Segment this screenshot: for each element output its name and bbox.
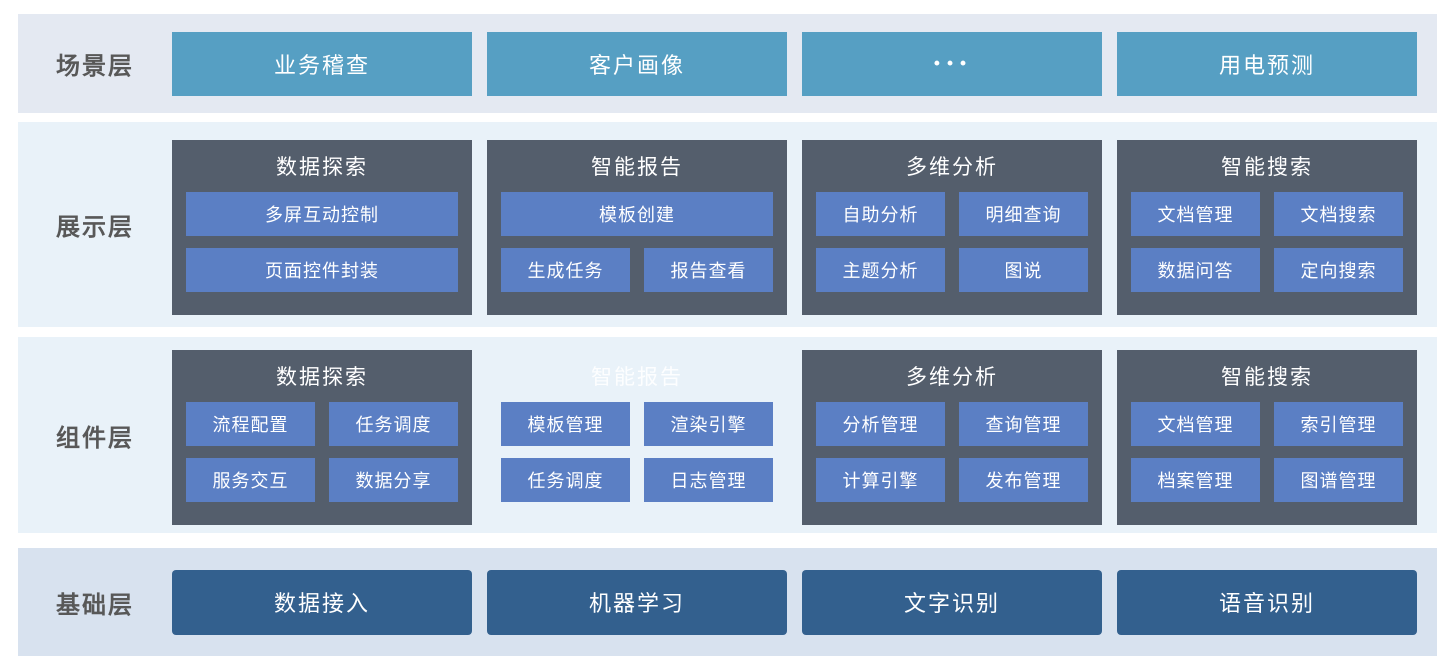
display-layer-label: 展示层: [56, 213, 134, 241]
feature-chip: 文档管理: [1131, 192, 1260, 236]
module-card: 智能搜索文档管理索引管理档案管理图谱管理: [1117, 350, 1417, 525]
scene-layer-items: 业务稽查客户画像···用电预测: [172, 14, 1437, 113]
feature-chip: 文档管理: [1131, 402, 1260, 446]
display-layer-cards: 数据探索多屏互动控制页面控件封装智能报告模板创建生成任务报告查看多维分析自助分析…: [172, 122, 1437, 327]
module-card-row: 生成任务报告查看: [501, 248, 773, 292]
module-card-row: 自助分析明细查询: [816, 192, 1088, 236]
scene-block: 客户画像: [487, 31, 787, 96]
module-card-row: 流程配置任务调度: [186, 402, 458, 446]
base-layer-label: 基础层: [56, 590, 134, 619]
module-card: 数据探索多屏互动控制页面控件封装: [172, 140, 472, 315]
feature-chip: 查询管理: [959, 402, 1088, 446]
feature-chip: 主题分析: [816, 248, 945, 292]
module-card: 智能搜索文档管理文档搜索数据问答定向搜索: [1117, 140, 1417, 315]
base-layer-band: 基础层 数据接入机器学习文字识别语音识别: [18, 548, 1437, 656]
component-layer-label: 组件层: [56, 423, 134, 452]
feature-chip: 模板创建: [501, 192, 773, 236]
base-block: 语音识别: [1117, 569, 1417, 635]
display-layer-band: 展示层 数据探索多屏互动控制页面控件封装智能报告模板创建生成任务报告查看多维分析…: [18, 122, 1437, 327]
feature-chip: 索引管理: [1274, 402, 1403, 446]
module-card-row: 页面控件封装: [186, 248, 458, 292]
scene-block: 业务稽查: [172, 31, 472, 96]
feature-chip: 服务交互: [186, 458, 315, 502]
feature-chip: 发布管理: [959, 458, 1088, 502]
feature-chip: 图说: [959, 248, 1088, 292]
feature-chip: 页面控件封装: [186, 248, 458, 292]
module-card-row: 多屏互动控制: [186, 192, 458, 236]
feature-chip: 渲染引擎: [644, 402, 773, 446]
module-card: 多维分析自助分析明细查询主题分析图说: [802, 140, 1102, 315]
base-block: 文字识别: [802, 569, 1102, 635]
module-card-row: 数据问答定向搜索: [1131, 248, 1403, 292]
scene-layer-band: 场景层 业务稽查客户画像···用电预测: [18, 14, 1437, 113]
module-card-row: 文档管理文档搜索: [1131, 192, 1403, 236]
module-card-title: 智能报告: [591, 155, 683, 179]
module-card-row: 模板管理渲染引擎: [501, 402, 773, 446]
base-block: 机器学习: [487, 569, 787, 635]
component-layer-cards: 数据探索流程配置任务调度服务交互数据分享智能报告模板管理渲染引擎任务调度日志管理…: [172, 337, 1437, 533]
feature-chip: 多屏互动控制: [186, 192, 458, 236]
module-card-row: 服务交互数据分享: [186, 458, 458, 502]
feature-chip: 日志管理: [644, 458, 773, 502]
scene-block: 用电预测: [1117, 31, 1417, 96]
feature-chip: 模板管理: [501, 402, 630, 446]
module-card-row: 模板创建: [501, 192, 773, 236]
feature-chip: 分析管理: [816, 402, 945, 446]
module-card-row: 档案管理图谱管理: [1131, 458, 1403, 502]
module-card-title: 智能搜索: [1221, 155, 1313, 179]
feature-chip: 任务调度: [501, 458, 630, 502]
module-card-row: 分析管理查询管理: [816, 402, 1088, 446]
module-card-row: 文档管理索引管理: [1131, 402, 1403, 446]
module-card: 数据探索流程配置任务调度服务交互数据分享: [172, 350, 472, 525]
module-card-row: 任务调度日志管理: [501, 458, 773, 502]
feature-chip: 自助分析: [816, 192, 945, 236]
scene-block: ···: [802, 31, 1102, 96]
feature-chip: 档案管理: [1131, 458, 1260, 502]
feature-chip: 报告查看: [644, 248, 773, 292]
module-card: 多维分析分析管理查询管理计算引擎发布管理: [802, 350, 1102, 525]
module-card-title: 智能报告: [591, 365, 683, 389]
base-layer-items: 数据接入机器学习文字识别语音识别: [172, 548, 1437, 656]
feature-chip: 任务调度: [329, 402, 458, 446]
module-card-title: 多维分析: [906, 365, 998, 389]
feature-chip: 数据分享: [329, 458, 458, 502]
feature-chip: 生成任务: [501, 248, 630, 292]
module-card: 智能报告模板管理渲染引擎任务调度日志管理: [487, 350, 787, 525]
base-block: 数据接入: [172, 569, 472, 635]
scene-layer-label: 场景层: [56, 52, 134, 80]
feature-chip: 计算引擎: [816, 458, 945, 502]
module-card-row: 主题分析图说: [816, 248, 1088, 292]
module-card: 智能报告模板创建生成任务报告查看: [487, 140, 787, 315]
feature-chip: 流程配置: [186, 402, 315, 446]
feature-chip: 文档搜索: [1274, 192, 1403, 236]
feature-chip: 数据问答: [1131, 248, 1260, 292]
feature-chip: 图谱管理: [1274, 458, 1403, 502]
module-card-title: 多维分析: [906, 155, 998, 179]
module-card-row: 计算引擎发布管理: [816, 458, 1088, 502]
feature-chip: 明细查询: [959, 192, 1088, 236]
module-card-title: 数据探索: [276, 365, 368, 389]
feature-chip: 定向搜索: [1274, 248, 1403, 292]
module-card-title: 智能搜索: [1221, 365, 1313, 389]
module-card-title: 数据探索: [276, 155, 368, 179]
component-layer-band: 组件层 数据探索流程配置任务调度服务交互数据分享智能报告模板管理渲染引擎任务调度…: [18, 337, 1437, 533]
